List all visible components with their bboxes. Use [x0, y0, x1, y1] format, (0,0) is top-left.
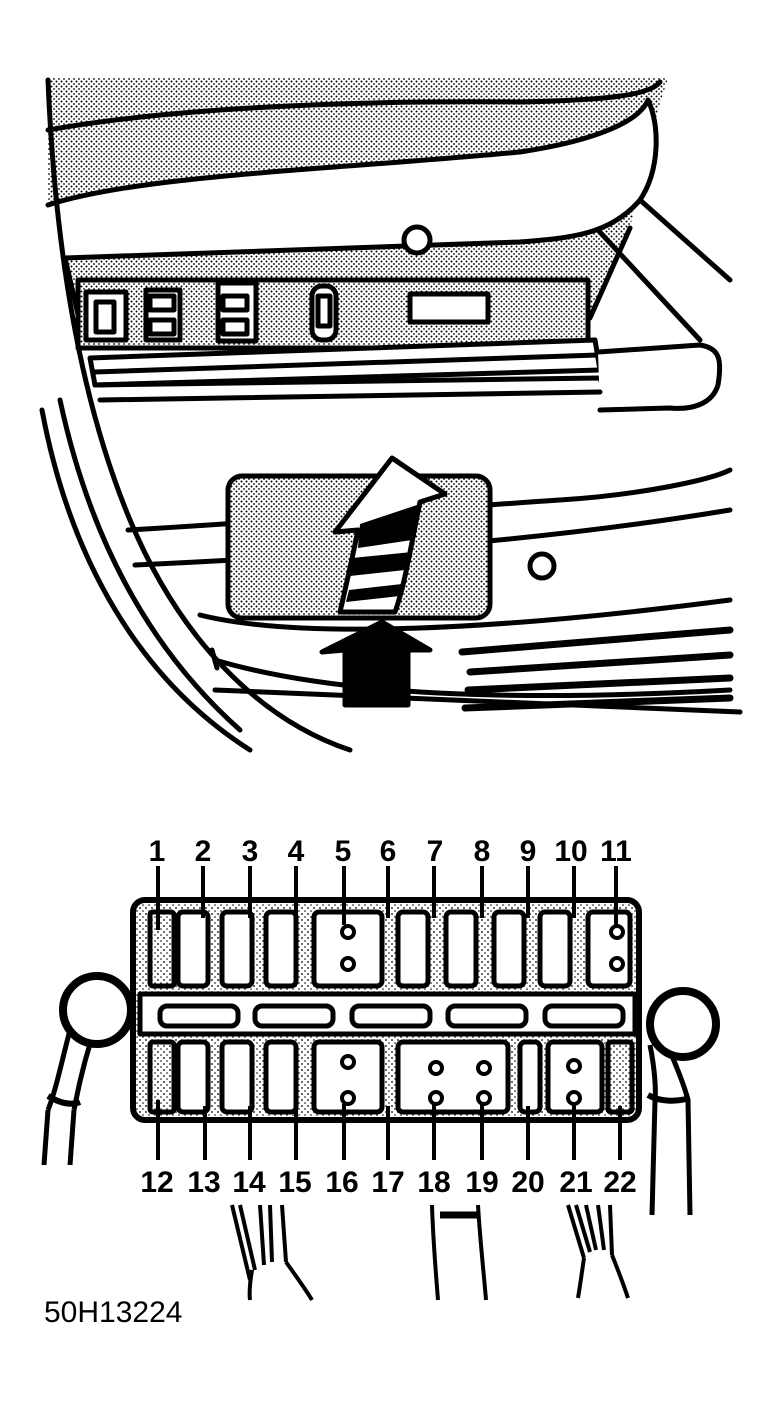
- fuse-label-14: 14: [232, 1166, 266, 1199]
- fuse-label-5: 5: [335, 835, 352, 868]
- fuse-label-3: 3: [242, 835, 259, 868]
- left-mount-ear: [59, 972, 135, 1048]
- fuse-label-15: 15: [278, 1166, 311, 1199]
- fuse-label-7: 7: [427, 835, 444, 868]
- relay-terminals: [340, 924, 625, 1106]
- fuse-label-10: 10: [554, 835, 587, 868]
- fuse-label-21: 21: [559, 1166, 592, 1199]
- fuse-label-12: 12: [140, 1166, 173, 1199]
- fuse-label-8: 8: [474, 835, 491, 868]
- fuse-label-16: 16: [325, 1166, 358, 1199]
- fuse-label-2: 2: [195, 835, 212, 868]
- top-fuse-blades: [147, 909, 633, 989]
- fuse-label-1: 1: [149, 835, 166, 868]
- fuse-label-13: 13: [187, 1166, 220, 1199]
- push-arrow: [319, 619, 433, 708]
- fuse-label-20: 20: [511, 1166, 544, 1199]
- fuse-label-9: 9: [520, 835, 537, 868]
- top-fuse-labels: 1 2 3 4 5 6 7 8 9 10 11: [149, 835, 632, 868]
- fuse-label-4: 4: [288, 835, 305, 868]
- fuse-label-6: 6: [380, 835, 397, 868]
- fuse-label-11: 11: [600, 835, 632, 868]
- fuse-label-18: 18: [417, 1166, 450, 1199]
- fuse-label-19: 19: [465, 1166, 498, 1199]
- fuse-box: [41, 866, 720, 1302]
- bottom-fuse-labels: 12 13 14 15 16 17 18 19 20 21 22: [140, 1166, 636, 1199]
- dashboard-illustration: [39, 77, 743, 753]
- fuse-label-22: 22: [603, 1166, 636, 1199]
- round-knob: [401, 224, 433, 256]
- figure-code: 50H13224: [44, 1296, 183, 1329]
- bottom-leader-lines: [156, 1100, 622, 1160]
- right-mount-ear: [646, 987, 720, 1061]
- top-leader-lines: [156, 866, 618, 930]
- wire-harness: [230, 1204, 630, 1302]
- fuse-label-17: 17: [371, 1166, 404, 1199]
